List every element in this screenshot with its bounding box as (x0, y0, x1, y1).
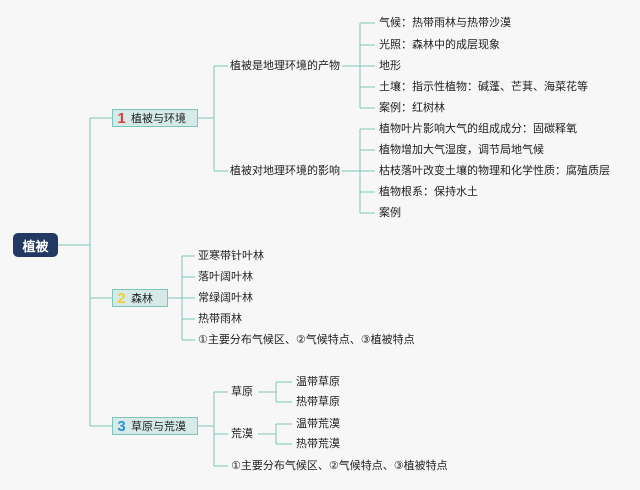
b2-item: 热带雨林 (198, 312, 242, 325)
b1-sub2-item: 植物叶片影响大气的组成成分：固碳释氧 (379, 122, 577, 135)
root-node: 植被 (13, 233, 58, 257)
branch-2-number: 2 (117, 289, 126, 307)
branch-3-node: 3 草原与荒漠 (112, 417, 198, 435)
branch-3-number: 3 (117, 417, 126, 435)
b1-sub1-item: 土壤：指示性植物：碱蓬、芒萁、海菜花等 (379, 80, 588, 93)
b1-sub1-label: 植被是地理环境的产物 (230, 59, 340, 72)
b3-sub1-label: 草原 (231, 385, 253, 398)
branch-2-node: 2 森林 (112, 289, 168, 307)
b1-sub1-item: 地形 (379, 59, 401, 72)
branch-1-number: 1 (117, 109, 126, 127)
b3-sub2-item: 热带荒漠 (296, 437, 340, 450)
b2-item: 常绿阔叶林 (198, 291, 253, 304)
b2-item: ①主要分布气候区、②气候特点、③植被特点 (198, 333, 415, 346)
branch-1-node: 1 植被与环境 (112, 109, 198, 127)
b2-item: 落叶阔叶林 (198, 270, 253, 283)
b1-sub1-item: 光照：森林中的成层现象 (379, 38, 500, 51)
b3-note: ①主要分布气候区、②气候特点、③植被特点 (231, 459, 448, 472)
b1-sub1-item: 案例：红树林 (379, 101, 445, 114)
b3-sub2-label: 荒漠 (231, 427, 253, 440)
b3-sub1-item: 温带草原 (296, 375, 340, 388)
branch-1-label: 植被与环境 (131, 112, 186, 125)
b3-sub2-item: 温带荒漠 (296, 417, 340, 430)
branch-3-label: 草原与荒漠 (131, 420, 186, 433)
b1-sub1-item: 气候：热带雨林与热带沙漠 (379, 16, 511, 29)
branch-2-label: 森林 (131, 292, 153, 305)
b2-item: 亚寒带针叶林 (198, 249, 264, 262)
b1-sub2-item: 植物根系：保持水土 (379, 185, 478, 198)
b3-sub1-item: 热带草原 (296, 395, 340, 408)
b1-sub2-item: 植物增加大气湿度，调节局地气候 (379, 143, 544, 156)
b1-sub2-label: 植被对地理环境的影响 (230, 164, 340, 177)
b1-sub2-item: 案例 (379, 206, 401, 219)
b1-sub2-item: 枯枝落叶改变土壤的物理和化学性质：腐殖质层 (379, 164, 610, 177)
